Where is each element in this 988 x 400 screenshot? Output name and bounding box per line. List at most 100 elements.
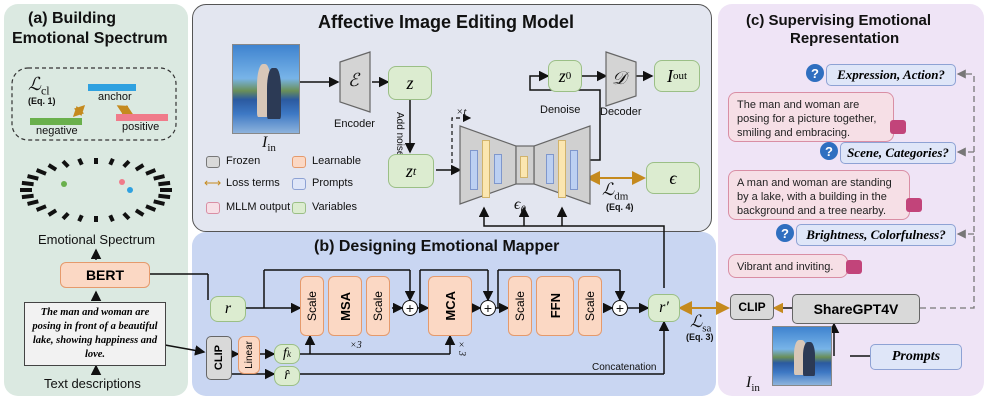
unet-block (494, 154, 502, 184)
scale-block-3: Scale (508, 276, 532, 336)
spectrum-ring-dash (77, 157, 84, 166)
clip-box-b: CLIP (206, 336, 232, 380)
sharegpt4v-box: ShareGPT4V (792, 294, 920, 324)
question-icon-1: ? (806, 64, 824, 82)
loss-sa-label: ℒsa (690, 312, 712, 335)
mllm-answer-3: Vibrant and inviting. (728, 254, 848, 278)
eq4-label: (Eq. 4) (606, 202, 634, 212)
add-noise-label: Add noise ϵ (394, 112, 405, 164)
positive-bar (116, 114, 168, 121)
spectrum-ring-dash (145, 168, 157, 176)
spectrum-ring-dash (134, 208, 145, 217)
prompt-brightness-colorfulness: Brightness, Colorfulness? (796, 224, 956, 246)
prompts-box: Prompts (870, 344, 962, 370)
spectrum-ring-dash (47, 163, 58, 172)
legend-variables: Variables (312, 201, 358, 213)
panel-b-title: (b) Designing Emotional Mapper (314, 238, 560, 255)
epsilon-variable: ϵ (646, 162, 700, 194)
decoder-symbol: 𝒟 (612, 68, 627, 88)
spectrum-ring-dash (21, 180, 34, 187)
clip-box-c: CLIP (730, 294, 774, 320)
spectrum-ring-dash (158, 180, 171, 187)
spectrum-ring-dash (153, 199, 165, 206)
spectrum-ring-dash (122, 212, 131, 221)
prompt-scene-categories: Scene, Categories? (840, 142, 956, 164)
scale-block-2: Scale (366, 276, 390, 336)
legend-frozen-swatch (206, 156, 220, 168)
chat-icon-2 (906, 198, 922, 212)
ffn-block: FFN (536, 276, 574, 336)
question-icon-3: ? (776, 224, 794, 242)
question-icon-2: ? (820, 142, 838, 160)
spectrum-ring-dash (145, 204, 157, 212)
z-variable: z (388, 66, 432, 100)
scale-block-1: Scale (300, 276, 324, 336)
legend-mllm-swatch (206, 202, 220, 214)
spectrum-ring-dash (153, 174, 165, 181)
legend-prompts: Prompts (312, 177, 353, 189)
iin-label-main: Iin (262, 134, 276, 155)
panel-c-title-line1: (c) Supervising Emotional (746, 12, 932, 29)
text-descriptions-label: Text descriptions (44, 376, 141, 391)
loss-cl-label: ℒcl (28, 74, 50, 98)
input-image-c (772, 326, 832, 386)
iin-label-c: Iin (746, 374, 760, 395)
mllm-answer-2: A man and woman are standing by a lake, … (728, 170, 910, 220)
legend-learnable-swatch (292, 156, 306, 168)
spectrum-ring-dash (35, 168, 47, 176)
unet-block (482, 140, 490, 198)
spectrum-ring-dash (61, 159, 70, 168)
unet-block (546, 154, 554, 184)
unet-block (470, 150, 478, 190)
text-description-box: The man and woman are posing in front of… (24, 302, 166, 366)
encoder-label: Encoder (334, 118, 375, 130)
msa-block: MSA (328, 276, 362, 336)
spectrum-label: Emotional Spectrum (38, 232, 156, 247)
loss-dm-label: ℒdm (602, 180, 629, 203)
spectrum-dot-anchor (127, 187, 133, 193)
chat-icon-1 (890, 120, 906, 134)
main-title: Affective Image Editing Model (318, 12, 575, 32)
legend-loss-terms: Loss terms (226, 177, 280, 189)
chat-icon-3 (846, 260, 862, 274)
spectrum-ring-dash (27, 174, 39, 181)
spectrum-ring-dash (134, 163, 145, 172)
plus-node-3: + (612, 300, 628, 316)
spectrum-ring-dash (21, 193, 34, 200)
unet-block (558, 140, 566, 198)
spectrum-ring-dash (27, 199, 39, 206)
spectrum-dot-positive (119, 179, 125, 185)
spectrum-ring-dash (108, 157, 115, 166)
negative-bar (30, 118, 82, 125)
x3-label-2: ×3 (456, 340, 467, 356)
spectrum-ring-dash (158, 193, 171, 200)
spectrum-ring-dash (108, 214, 115, 223)
spectrum-ring-dash (61, 212, 70, 221)
decoder-label: Decoder (600, 106, 642, 118)
spectrum-ring-dash (35, 204, 47, 212)
rhat-variable: r̂ (274, 366, 300, 386)
plus-node-1: + (402, 300, 418, 316)
denoise-label: Denoise (540, 104, 581, 116)
legend-mllm-output: MLLM output (226, 201, 291, 213)
unet-block (570, 150, 578, 190)
spectrum-dot-negative (61, 181, 67, 187)
r-variable: r (210, 296, 246, 322)
spectrum-ring-dash (77, 214, 84, 223)
bert-box: BERT (60, 262, 150, 288)
mca-block: MCA (428, 276, 472, 336)
legend-learnable: Learnable (312, 155, 361, 167)
epsilon-theta-label: ϵθ (514, 196, 526, 217)
concatenation-label: Concatenation (592, 362, 657, 373)
mllm-answer-1: The man and woman are posing for a pictu… (728, 92, 894, 142)
panel-a-title-line2: Emotional Spectrum (12, 30, 168, 47)
eq3-label: (Eq. 3) (686, 332, 714, 342)
prompt-expression-action: Expression, Action? (826, 64, 956, 86)
legend-loss-arrow: ⟷ (204, 176, 222, 190)
eq1-label: (Eq. 1) (28, 96, 56, 106)
positive-label: positive (122, 121, 160, 133)
encoder-symbol: ℰ (348, 70, 359, 90)
